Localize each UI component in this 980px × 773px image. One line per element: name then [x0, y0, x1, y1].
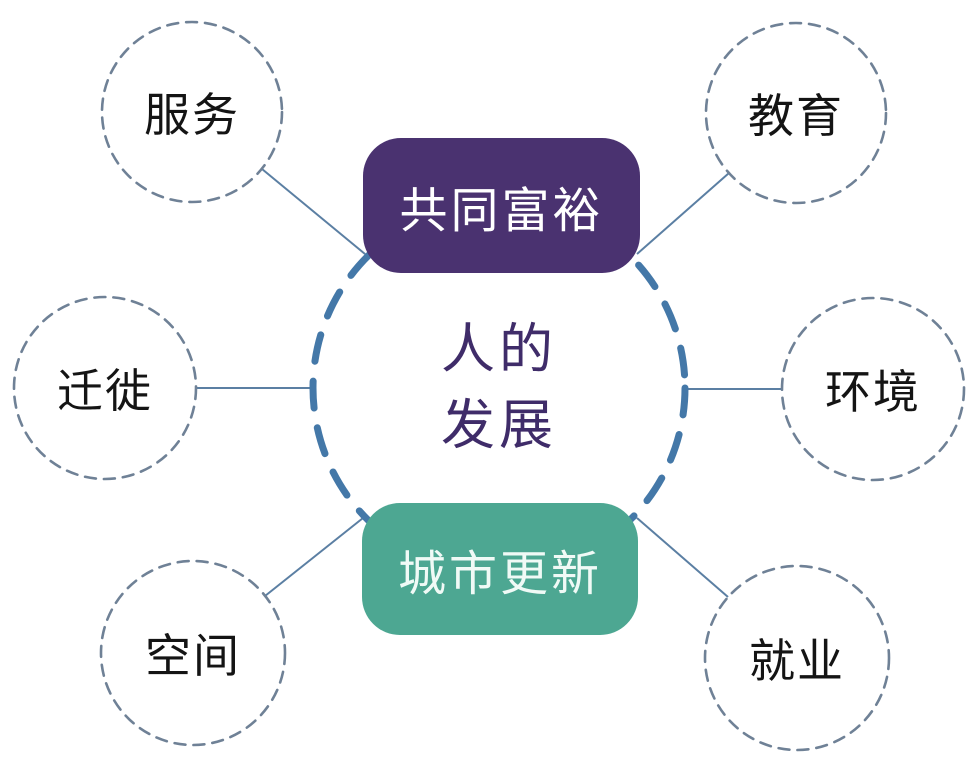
connector-employment-center: [636, 517, 729, 598]
bottom-box-urban-renewal: 城市更新: [362, 503, 638, 635]
connector-services-center: [261, 168, 366, 255]
satellite-label-space: 空间: [145, 630, 241, 682]
top-box-common-prosperity: 共同富裕: [363, 138, 640, 273]
satellite-label-education: 教育: [748, 90, 844, 142]
satellite-label-services: 服务: [144, 89, 240, 141]
connector-space-center: [264, 517, 364, 597]
bottom-box-label: 城市更新: [397, 548, 602, 601]
satellite-circle-migration: [12, 295, 198, 481]
satellite-circle-education: [704, 21, 888, 205]
satellite-circle-environment: [780, 296, 966, 482]
center-label-human-development: 人的 发展: [441, 312, 557, 463]
satellite-label-employment: 就业: [749, 635, 845, 687]
satellite-circle-space: [99, 559, 287, 747]
satellite-circle-employment: [703, 564, 891, 752]
satellite-label-environment: 环境: [825, 366, 921, 418]
satellite-circle-services: [100, 20, 284, 204]
connector-education-center: [636, 172, 730, 255]
top-box-label: 共同富裕: [399, 184, 604, 238]
center-label-line2: 发展: [441, 395, 557, 455]
satellite-label-migration: 迁徙: [57, 365, 153, 417]
center-label-line1: 人的: [441, 319, 557, 380]
